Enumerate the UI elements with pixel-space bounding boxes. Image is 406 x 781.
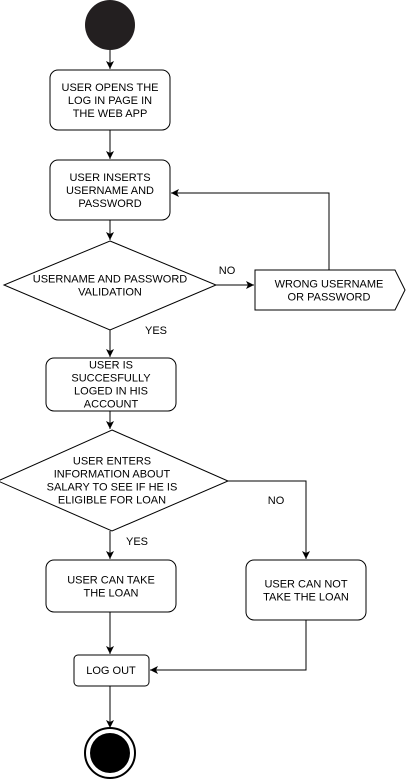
start-node — [85, 0, 135, 50]
node-text-line: ELIGIBLE FOR LOAN — [58, 495, 166, 507]
label-salary-no: NO — [268, 495, 285, 507]
node-text-line: USER OPENS THE — [62, 82, 159, 94]
node-logged-in — [45, 357, 177, 412]
node-text-line: USER CAN NOT — [264, 579, 347, 591]
node-log-out-text: LOG OUT — [86, 665, 136, 677]
label-validation-no: NO — [219, 265, 236, 277]
node-text-line: USER CAN TAKE — [67, 575, 155, 587]
node-open-login — [49, 69, 171, 131]
node-text-line: LOG IN PAGE IN — [68, 95, 152, 107]
edges — [106, 50, 330, 728]
edge-salary-to-cannot-take — [228, 480, 310, 559]
end-node-ring — [84, 727, 136, 779]
node-text-line: USERNAME AND — [66, 185, 154, 197]
node-text-line: THE WEB APP — [73, 108, 148, 120]
node-text-line: THE LOAN — [83, 588, 138, 600]
node-text-line: SALARY TO SEE IF HE IS — [47, 482, 178, 494]
node-cannot-take-loan — [245, 559, 367, 621]
edge-wrong-to-insert — [171, 189, 330, 270]
label-validation-yes: YES — [145, 325, 167, 337]
node-text-line: USER IS — [89, 360, 133, 372]
node-text-line: VALIDATION — [78, 287, 142, 299]
end-node — [84, 727, 136, 779]
edge-cannot-take-to-logout — [150, 620, 307, 674]
node-validation-decision — [2, 240, 218, 331]
node-text-line: LOGED IN HIS — [74, 386, 148, 398]
node-wrong-credentials — [254, 269, 406, 311]
node-text-line: WRONG USERNAME — [275, 279, 384, 291]
end-node-core — [90, 733, 130, 773]
node-text-line: PASSWORD — [78, 198, 141, 210]
node-salary-decision — [0, 429, 230, 532]
node-text-line: SUCCESFULLY — [71, 373, 151, 385]
node-text-line: USERNAME AND PASSWORD — [33, 274, 187, 286]
node-text-line: USER ENTERS — [73, 456, 151, 468]
node-text-line: ACCOUNT — [84, 399, 139, 411]
node-can-take-loan — [45, 559, 177, 613]
node-text-line: OR PASSWORD — [288, 292, 371, 304]
node-insert-credentials — [49, 159, 171, 221]
node-text-line: LOG OUT — [86, 665, 136, 677]
node-text-line: USER INSERTS — [69, 172, 150, 184]
node-log-out — [73, 654, 150, 687]
label-salary-yes: YES — [126, 536, 148, 548]
node-text-line: INFORMATION ABOUT — [54, 469, 171, 481]
node-text-line: TAKE THE LOAN — [263, 592, 349, 604]
